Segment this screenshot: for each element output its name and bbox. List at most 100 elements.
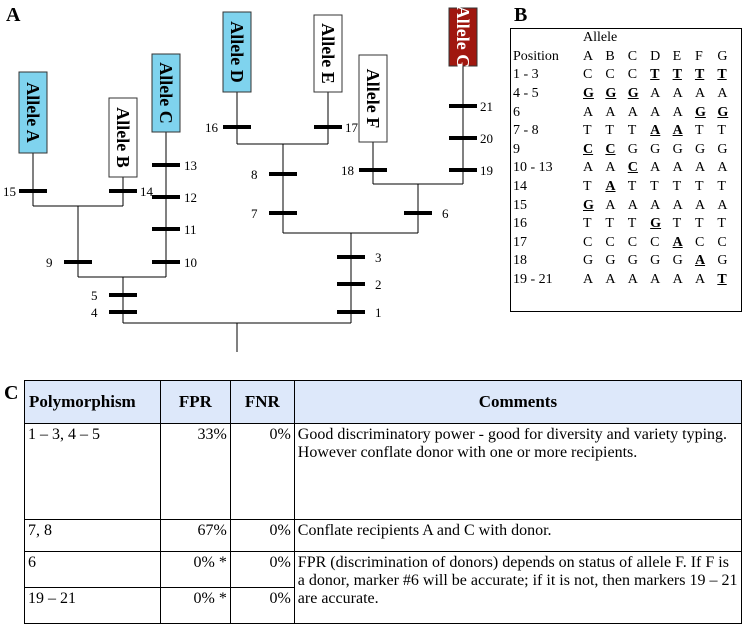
- fnr-cell: 0%: [229, 587, 295, 624]
- fnr-cell: 0%: [229, 423, 295, 520]
- nucleotide-cell: G: [650, 141, 661, 157]
- allele-label-b: Allele B: [113, 107, 133, 168]
- marker-num-12: 12: [184, 190, 197, 205]
- nucleotide-cell: A: [672, 197, 683, 213]
- nucleotide-cell: A: [650, 160, 661, 176]
- nucleotide-cell: T: [672, 179, 682, 195]
- position-cell: 19 - 21: [513, 272, 553, 288]
- nucleotide-cell: A: [605, 104, 616, 120]
- nucleotide-cell: G: [605, 253, 616, 269]
- tree-branches: [32, 66, 464, 352]
- poly-row: 19 – 21 0% * 0%: [24, 587, 742, 624]
- fnr-cell: 0%: [229, 551, 295, 588]
- nucleotide-cell-variant: G: [717, 104, 729, 120]
- marker-num-19: 19: [480, 163, 493, 178]
- panel-a-label: A: [6, 4, 21, 26]
- poly-row: 7, 8 67% 0% Conflate recipients A and C …: [24, 519, 743, 552]
- position-cell: 18: [513, 253, 527, 269]
- fpr-cell: 67%: [159, 519, 231, 552]
- allele-label-d: Allele D: [227, 21, 247, 82]
- nucleotide-cell: A: [650, 272, 661, 288]
- marker-numbers: 1 2 3 4 5 6 7 8 9 10 11 12 13 14 15 16 1…: [3, 99, 493, 320]
- nucleotide-cell-variant: A: [694, 253, 706, 269]
- allele-box-f: Allele F: [358, 54, 388, 143]
- position-cell: 1 - 3: [513, 67, 539, 83]
- position-cell: 14: [513, 179, 527, 195]
- nucleotide-cell: A: [694, 86, 706, 102]
- nucleotide-cell: C: [650, 234, 660, 250]
- marker-num-10: 10: [184, 255, 197, 270]
- nucleotide-cell: T: [717, 123, 726, 139]
- marker-num-18: 18: [341, 163, 354, 178]
- nucleotide-cell-variant: T: [672, 67, 682, 83]
- nucleotide-cell: A: [694, 160, 706, 176]
- marker-num-15: 15: [3, 184, 16, 199]
- header-polymorphism: Polymorphism: [24, 380, 161, 424]
- marker-num-4: 4: [91, 305, 98, 320]
- position-cell: 17: [513, 234, 527, 250]
- nucleotide-cell-variant: G: [605, 86, 617, 102]
- nucleotide-cell-variant: T: [694, 67, 705, 83]
- nucleotide-cell: T: [627, 216, 637, 232]
- nucleotide-cell: A: [672, 104, 683, 120]
- allele-label-g: Allele G: [453, 6, 473, 68]
- nucleotide-cell: A: [672, 160, 683, 176]
- nucleotide-cell: T: [583, 216, 592, 232]
- nucleotide-cell: A: [605, 197, 616, 213]
- allele-label-f: Allele F: [363, 69, 383, 128]
- nucleotide-cell: T: [583, 179, 592, 195]
- nucleotide-cell: A: [627, 104, 638, 120]
- nucleotide-cell: A: [605, 272, 616, 288]
- nucleotide-cell: T: [605, 216, 614, 232]
- nucleotide-cell-variant: T: [717, 272, 727, 288]
- nucleotide-cell: A: [627, 197, 638, 213]
- nucleotide-cell-variant: A: [672, 123, 683, 139]
- fpr-cell: 0% *: [159, 551, 231, 588]
- nucleotide-cell: A: [605, 160, 616, 176]
- nucleotide-cell: A: [650, 197, 661, 213]
- allele-column-header: F: [694, 48, 703, 64]
- nucleotide-cell: A: [672, 272, 683, 288]
- nucleotide-cell: A: [650, 86, 661, 102]
- nucleotide-cell: C: [605, 234, 615, 250]
- allele-header-row: Allele: [511, 29, 740, 48]
- allele-label-a: Allele A: [23, 82, 43, 143]
- allele-column-header: G: [717, 48, 728, 64]
- nucleotide-cell: G: [627, 253, 638, 269]
- marker-num-13: 13: [184, 158, 197, 173]
- nucleotide-cell: T: [717, 179, 726, 195]
- nucleotide-cell: C: [627, 234, 638, 250]
- nucleotide-cell: A: [583, 104, 594, 120]
- allele-column-header: E: [672, 48, 682, 64]
- header-fnr: FNR: [229, 380, 295, 424]
- marker-num-16: 16: [205, 120, 219, 135]
- poly-cell: 7, 8: [24, 519, 161, 552]
- nucleotide-cell: C: [717, 234, 727, 250]
- nucleotide-cell: T: [583, 123, 592, 139]
- marker-num-1: 1: [375, 305, 382, 320]
- marker-num-20: 20: [480, 131, 493, 146]
- marker-num-17: 17: [345, 120, 359, 135]
- phylogenetic-tree: 1 2 3 4 5 6 7 8 9 10 11 12 13 14 15 16 1…: [3, 6, 493, 352]
- nucleotide-cell: C: [605, 67, 615, 83]
- poly-row: 1 – 3, 4 – 5 33% 0% Good discriminatory …: [24, 423, 743, 520]
- nucleotide-cell-variant: G: [583, 86, 594, 102]
- nucleotide-cell: A: [694, 197, 706, 213]
- nucleotide-cell-variant: C: [605, 141, 616, 157]
- nucleotide-cell: T: [627, 179, 637, 195]
- comment-cell: Conflate recipients A and C with donor.: [293, 519, 743, 552]
- marker-num-2: 2: [375, 277, 382, 292]
- allele-label-e: Allele E: [318, 23, 338, 84]
- allele-column-header: B: [605, 48, 615, 64]
- nucleotide-cell: C: [627, 67, 638, 83]
- nucleotide-cell: A: [627, 272, 638, 288]
- nucleotide-cell: T: [672, 216, 682, 232]
- nucleotide-cell: A: [583, 160, 594, 176]
- nucleotide-cell-variant: A: [672, 234, 683, 250]
- nucleotide-cell: T: [605, 123, 614, 139]
